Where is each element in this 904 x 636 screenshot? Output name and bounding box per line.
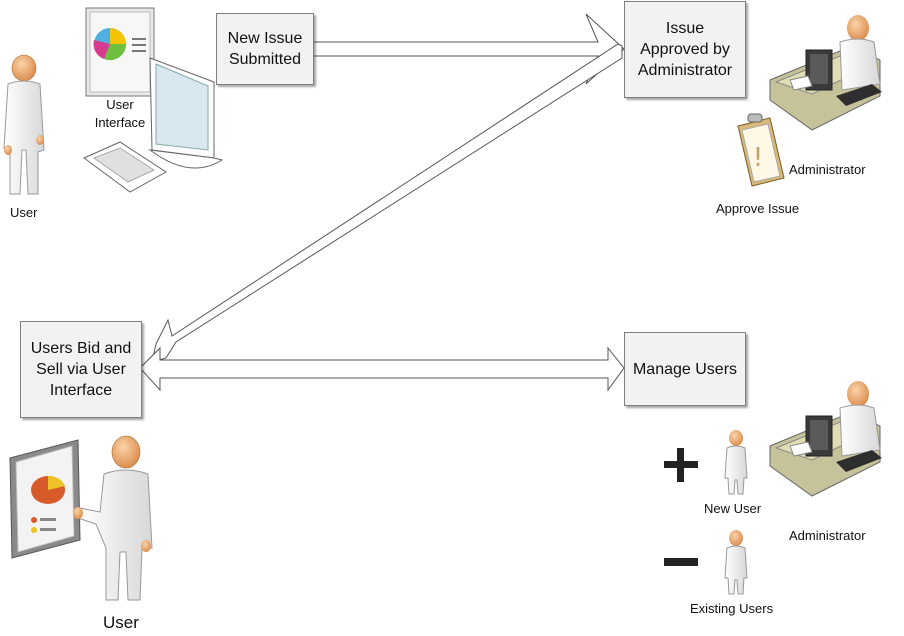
administrator-desk-icon-top (769, 15, 882, 131)
manage-users-text: Manage Users (632, 360, 738, 378)
user-label-bottom: User (103, 613, 139, 632)
new-user-label: New User (704, 501, 762, 516)
user-label-top: User (10, 205, 38, 220)
manage-users-box: Manage Users (624, 332, 746, 406)
clipboard-icon: ! (737, 113, 785, 187)
existing-users-label: Existing Users (690, 601, 774, 616)
new-issue-submitted-box: New Issue Submitted (216, 13, 314, 85)
new-issue-submitted-text: New Issue Submitted (227, 30, 303, 68)
users-bid-sell-text: Users Bid and Sell via User Interface (30, 340, 132, 399)
administrator-label-bottom: Administrator (789, 528, 866, 543)
user-figure-bottom (73, 435, 153, 601)
administrator-label-top: Administrator (789, 162, 866, 177)
issue-approved-box: Issue Approved by Administrator (624, 1, 746, 98)
users-bid-sell-box: Users Bid and Sell via User Interface (20, 321, 142, 418)
user-interface-label: User Interface (94, 97, 146, 130)
approve-issue-label: Approve Issue (716, 201, 800, 216)
svg-text:!: ! (753, 143, 763, 173)
minus-icon (664, 558, 698, 566)
arrow-approval-to-bidding (151, 43, 623, 363)
issue-approved-text: Issue Approved by Administrator (637, 20, 733, 79)
computer-icon (83, 7, 224, 193)
existing-user-figure (724, 530, 748, 595)
arrow-bidding-manage-users (139, 346, 625, 392)
plus-icon (664, 448, 698, 482)
user-figure-top (3, 54, 45, 195)
new-user-figure (724, 430, 748, 495)
administrator-desk-icon-bottom (769, 381, 882, 497)
presentation-board-icon (9, 439, 81, 559)
